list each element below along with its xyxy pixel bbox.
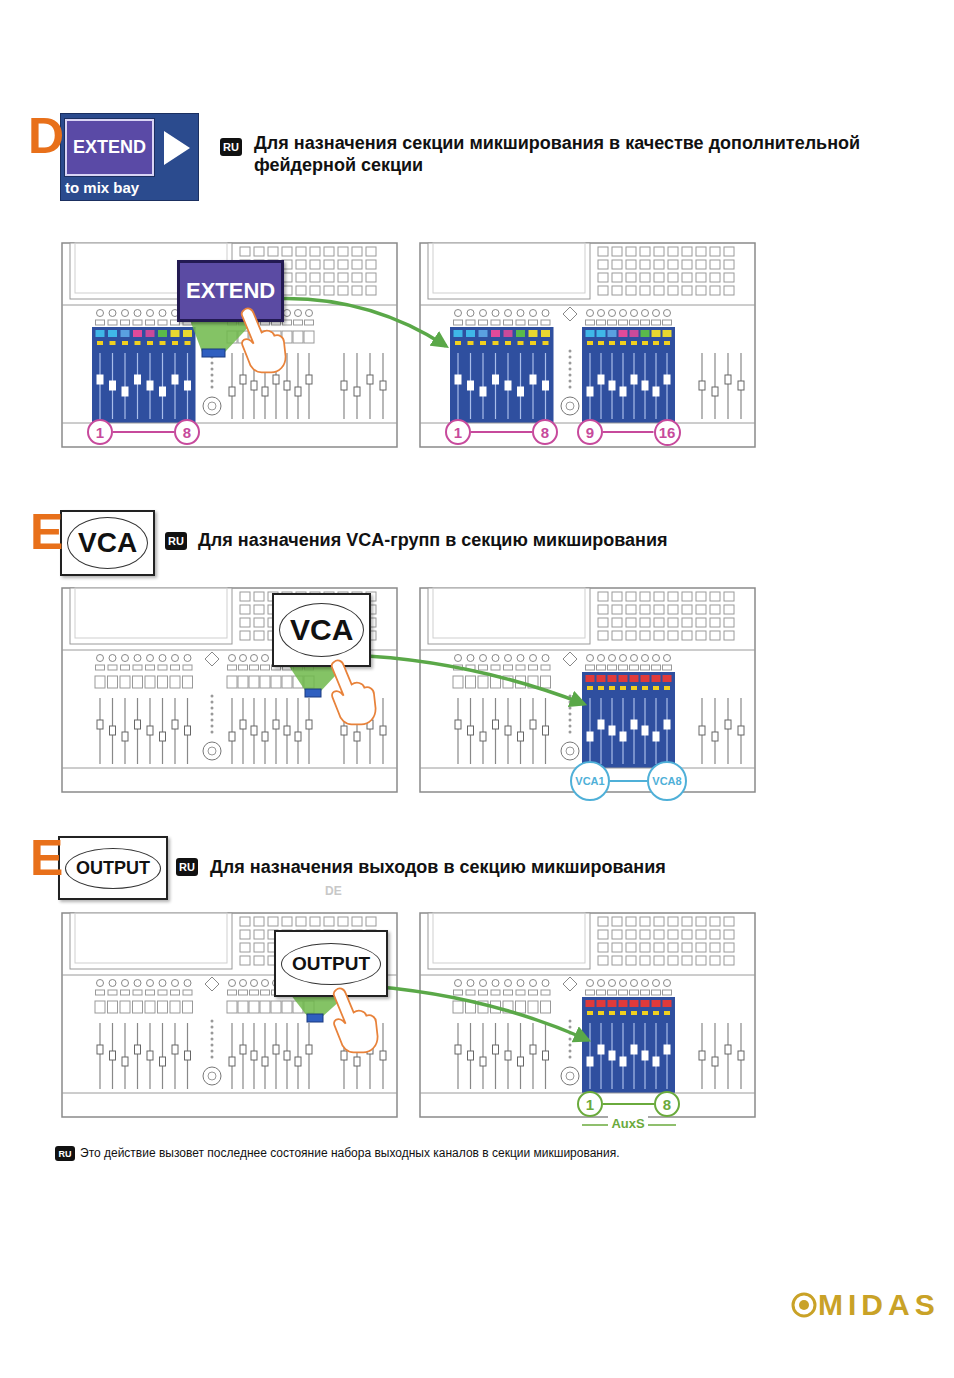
- brand-logo: MIDAS: [818, 1287, 940, 1323]
- callout-range-line: [471, 431, 532, 433]
- watermark: DE: [325, 884, 342, 898]
- callout-number: 8: [174, 419, 200, 445]
- pointing-hand: [242, 308, 286, 372]
- node-text: RU: [223, 141, 239, 153]
- note: Это действие вызовет последнее состояние…: [80, 1146, 940, 1160]
- callout-number: VCA1: [570, 761, 610, 801]
- node-text: VCA8: [652, 775, 681, 787]
- language-badge: RU: [176, 858, 198, 876]
- callout-range-line: [113, 431, 174, 433]
- section-letter: E: [30, 502, 63, 562]
- callout-number: 8: [654, 1091, 680, 1117]
- language-badge: RU: [55, 1146, 75, 1161]
- mode-button: OUTPUT: [58, 836, 168, 900]
- callout-number: VCA8: [647, 761, 687, 801]
- node-text: 1: [586, 1096, 594, 1113]
- node-text: 16: [659, 424, 676, 441]
- play-triangle: [162, 129, 192, 167]
- callout-number: 1: [445, 419, 471, 445]
- mixing-console: [62, 913, 397, 1117]
- button-row: EXTEND: [65, 119, 192, 176]
- mixing-console: [62, 243, 397, 447]
- popup-button: EXTEND: [177, 260, 284, 322]
- extend-button: EXTEND to mix bay: [60, 113, 199, 201]
- node-text: EXTEND: [65, 119, 154, 176]
- bus-label: AuxS: [608, 1116, 647, 1132]
- popup-button: OUTPUT: [274, 930, 388, 997]
- logo-emblem: [793, 1294, 815, 1316]
- language-badge: RU: [220, 138, 242, 156]
- node-text: to mix bay: [65, 179, 192, 196]
- heading: Для назначения VCA-групп в секцию микшир…: [198, 530, 918, 552]
- press-wedge: [190, 320, 255, 352]
- selected-button: [307, 1014, 323, 1022]
- pointing-hand: [334, 988, 378, 1052]
- node-text: VCA1: [575, 775, 604, 787]
- node-text: 9: [586, 424, 594, 441]
- node-text: EXTEND: [186, 278, 275, 304]
- popup-button: VCA: [272, 593, 371, 667]
- node-text: VCA: [67, 517, 148, 569]
- node-text: OUTPUT: [281, 943, 381, 985]
- callout-number: 16: [654, 419, 681, 446]
- language-badge: RU: [165, 532, 187, 550]
- callout-number: 1: [87, 419, 113, 445]
- mixing-console: [62, 588, 397, 792]
- node-text: OUTPUT: [65, 848, 161, 889]
- heading: Для назначения секции микширования в кач…: [254, 133, 934, 176]
- node-text: RU: [59, 1149, 72, 1159]
- mixing-console: [420, 243, 755, 447]
- assign-arrow: [350, 655, 584, 704]
- node-text: RU: [168, 535, 184, 547]
- node-text: 8: [663, 1096, 671, 1113]
- mode-button: VCA: [60, 510, 155, 576]
- heading: Для назначения выходов в секцию микширов…: [210, 857, 930, 879]
- callout-range-line: [610, 780, 647, 782]
- callout-range-line: [603, 431, 654, 433]
- callout-number: 9: [577, 419, 603, 445]
- pointing-hand: [332, 660, 376, 724]
- callout-range-line: [603, 1103, 654, 1105]
- mixing-console: [420, 913, 755, 1117]
- node-text: RU: [179, 861, 195, 873]
- selected-button: [202, 349, 225, 357]
- node-text: 1: [454, 424, 462, 441]
- section-letter: D: [28, 106, 64, 166]
- callout-number: 1: [577, 1091, 603, 1117]
- node-text: 8: [183, 424, 191, 441]
- node-text: 8: [541, 424, 549, 441]
- callout-number: 8: [532, 419, 558, 445]
- section-letter: E: [30, 828, 63, 888]
- selected-button: [305, 689, 321, 697]
- node-text: VCA: [279, 603, 364, 657]
- node-text: 1: [96, 424, 104, 441]
